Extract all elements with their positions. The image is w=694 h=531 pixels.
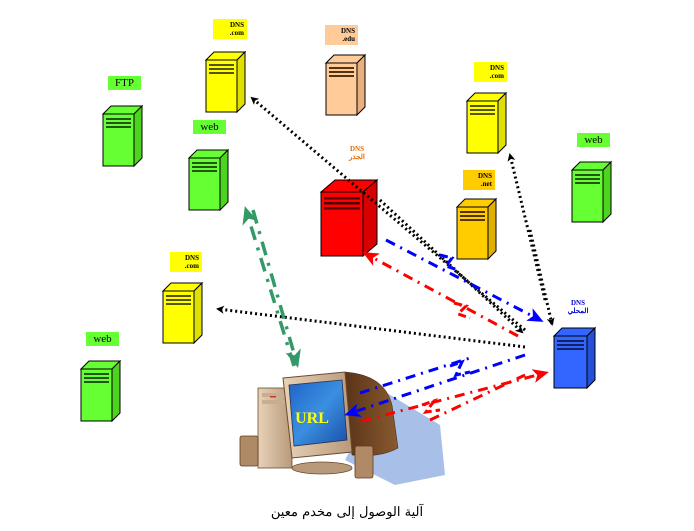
server-dns-net: [455, 197, 498, 261]
arrow-red-squiggle-upper: [453, 301, 471, 320]
label-dns-com-top-name: DNS: [229, 21, 244, 29]
server-web-right: [570, 160, 613, 224]
server-web-bottom: [79, 359, 122, 423]
speaker-right: [354, 445, 374, 479]
arrow-red-squiggle-lower: [421, 398, 441, 414]
label-web-right: web: [577, 133, 610, 147]
arrow-client-to-dns-red: [429, 373, 526, 422]
label-dns-edu: DNS .edu: [325, 25, 358, 45]
arrow-client-to-local-blue: [359, 356, 471, 395]
monitor-screen: [288, 379, 348, 447]
label-dns-com-left-name: DNS: [184, 254, 199, 262]
label-dns-com-top: DNS .com: [213, 19, 247, 39]
label-web-top: web: [193, 120, 226, 134]
arrow-blue-squiggle-upper: [439, 253, 459, 272]
label-dns-edu-name: DNS: [340, 27, 355, 35]
server-ftp: [101, 104, 144, 168]
label-dns-com-right: DNS .com: [474, 62, 507, 82]
arrow-client-to-web-green: [242, 206, 296, 367]
speaker-left: [239, 435, 259, 467]
label-dns-root: DNS الجذر: [344, 145, 370, 161]
server-dns-edu: [324, 53, 367, 117]
label-dns-com-right-name: DNS: [489, 64, 504, 72]
arrow-root-to-local-blue: [385, 238, 544, 322]
label-dns-local-name: DNS: [570, 299, 585, 307]
label-dns-root-name: DNS: [349, 145, 364, 153]
arrow-local-to-client-blue: [344, 353, 526, 417]
label-dns-com-top-sub: .com: [229, 29, 244, 37]
server-web-top: [187, 148, 230, 212]
arrow-web-to-client-green: [251, 209, 301, 368]
label-dns-net-sub: .net: [480, 180, 492, 188]
label-dns-local-sub: المحلي: [567, 307, 589, 315]
arrow-local-to-root-red: [362, 252, 519, 338]
server-dns-com-right: [465, 91, 508, 155]
screen-url-text: URL: [295, 410, 329, 427]
label-dns-root-sub: الجذر: [349, 153, 365, 161]
arrow-local-to-dns-com-right: [507, 153, 547, 301]
label-dns-net-name: DNS: [477, 172, 492, 180]
arrow-dns-com-right-to-local: [528, 229, 555, 326]
arrow-blue-squiggle-lower: [449, 359, 471, 378]
arrow-dns-com-top-to-local: [378, 198, 524, 334]
diagram-caption: آلية الوصول إلى مخدم معين: [270, 505, 424, 520]
arrow-client-to-local-red: [361, 369, 549, 423]
server-dns-local: [552, 326, 597, 390]
server-dns-com-top: [204, 50, 247, 114]
label-dns-com-left: DNS .com: [170, 252, 202, 272]
label-dns-com-left-sub: .com: [184, 262, 199, 270]
label-dns-edu-sub: .edu: [342, 35, 355, 43]
server-dns-root: [319, 178, 379, 258]
label-ftp: FTP: [108, 76, 141, 90]
arrow-local-to-dns-com-left: [216, 305, 526, 349]
client-computer: URL: [239, 371, 445, 485]
server-dns-com-left: [161, 281, 204, 345]
label-dns-local: DNS المحلي: [563, 299, 593, 315]
label-dns-com-right-sub: .com: [489, 72, 504, 80]
label-web-bottom: web: [86, 332, 119, 346]
label-dns-net: DNS .net: [463, 170, 495, 190]
